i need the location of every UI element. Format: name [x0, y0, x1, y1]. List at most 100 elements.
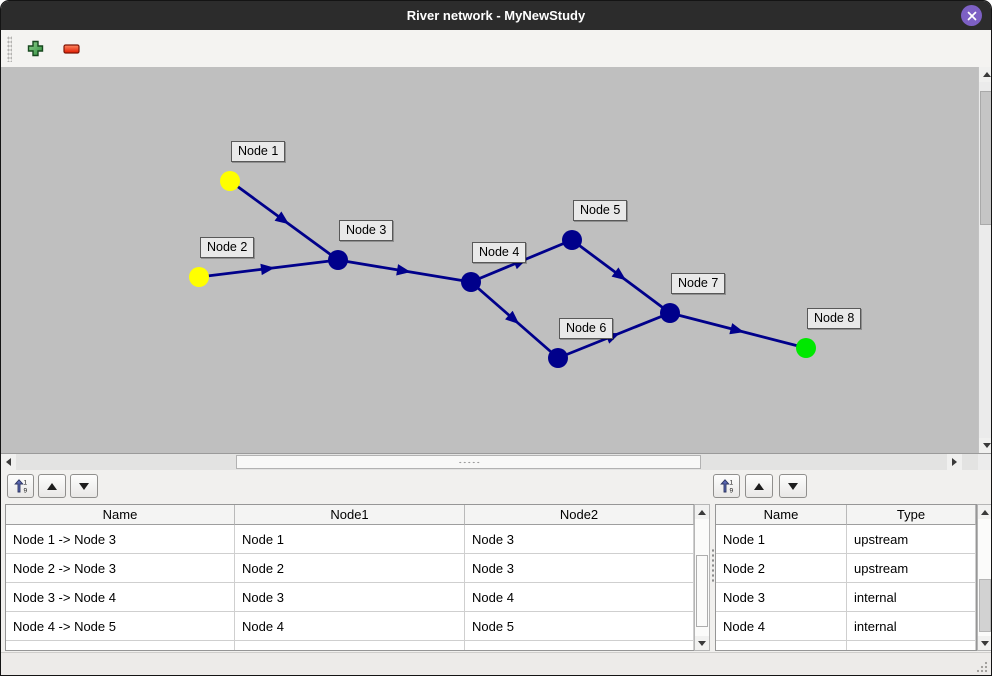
edge-node-6-to-node-7[interactable]: [557, 311, 671, 360]
remove-button[interactable]: [58, 36, 84, 62]
node-7-label[interactable]: Node 7: [671, 273, 726, 294]
scroll-up-button[interactable]: [979, 67, 991, 82]
table-cell: Node 4: [716, 612, 847, 641]
branches-table-scrollbar[interactable]: [694, 504, 710, 651]
horizontal-scrollbar-thumb[interactable]: [236, 455, 701, 469]
scroll-down-button[interactable]: [695, 636, 709, 650]
canvas-horizontal-scrollbar[interactable]: [1, 453, 978, 470]
node-6-label[interactable]: Node 6: [559, 318, 614, 339]
table-cell: Node 4: [465, 583, 694, 612]
vertical-scrollbar-thumb[interactable]: [980, 91, 991, 225]
node-2[interactable]: [189, 267, 209, 287]
resize-grip[interactable]: [975, 660, 988, 673]
node-7[interactable]: [660, 303, 680, 323]
branches-move-down-button[interactable]: [70, 474, 98, 498]
scroll-down-button[interactable]: [979, 438, 991, 453]
node-4-label[interactable]: Node 4: [472, 242, 527, 263]
table-cell: Node 2: [235, 554, 465, 583]
arrow-up-icon: [981, 509, 989, 515]
scroll-up-button[interactable]: [978, 505, 991, 519]
svg-text:1: 1: [23, 480, 27, 487]
arrow-down-icon: [698, 640, 706, 646]
node-8[interactable]: [796, 338, 816, 358]
node-3-label[interactable]: Node 3: [339, 220, 394, 241]
scroll-up-button[interactable]: [695, 505, 709, 519]
scroll-right-button[interactable]: [947, 454, 962, 470]
svg-text:9: 9: [23, 488, 27, 495]
edge-node-5-to-node-7[interactable]: [571, 238, 671, 315]
nodes-move-down-button[interactable]: [779, 474, 807, 498]
add-button[interactable]: [22, 36, 48, 62]
arrow-left-icon: [6, 458, 11, 466]
window-title: River network - MyNewStudy: [406, 8, 586, 23]
scroll-down-button[interactable]: [978, 636, 991, 650]
table-cell: Node 3: [235, 583, 465, 612]
scroll-left-button[interactable]: [1, 454, 16, 470]
nodes-table-scrollbar[interactable]: [977, 504, 991, 651]
table-cell: Node 2 -> Node 3: [6, 554, 235, 583]
table-row[interactable]: [716, 641, 976, 650]
arrow-right-icon: [952, 458, 957, 466]
up-arrow-icon: [47, 482, 57, 490]
node-2-label[interactable]: Node 2: [200, 237, 255, 258]
toolbar-grip-handle[interactable]: [7, 35, 12, 62]
column-header-name[interactable]: Name: [716, 505, 847, 525]
network-diagram: [189, 171, 816, 368]
table-cell: [716, 641, 847, 650]
column-header-type[interactable]: Type: [847, 505, 976, 525]
nodes-move-up-button[interactable]: [745, 474, 773, 498]
edge-node-3-to-node-4[interactable]: [337, 258, 472, 284]
nodes-sort-button[interactable]: 1 9: [713, 474, 740, 498]
table-cell: upstream: [847, 554, 976, 583]
node-6[interactable]: [548, 348, 568, 368]
table-cell: Node 4 -> Node 5: [6, 612, 235, 641]
close-button[interactable]: [961, 5, 982, 26]
svg-text:1: 1: [729, 480, 733, 487]
table-cell: Node 3 -> Node 4: [6, 583, 235, 612]
scrollbar-thumb[interactable]: [979, 579, 991, 632]
node-3[interactable]: [328, 250, 348, 270]
edge-node-1-to-node-3[interactable]: [229, 179, 339, 262]
panel-splitter-handle[interactable]: [711, 548, 715, 584]
column-header-node2[interactable]: Node2: [465, 505, 694, 525]
scrollbar-thumb[interactable]: [696, 555, 708, 627]
close-icon: [967, 11, 976, 20]
edge-node-4-to-node-6[interactable]: [470, 280, 559, 360]
canvas-vertical-scrollbar[interactable]: [978, 67, 991, 453]
branches-sort-button[interactable]: 1 9: [7, 474, 34, 498]
table-cell: [235, 641, 465, 650]
down-arrow-icon: [79, 482, 89, 490]
river-network-canvas[interactable]: Node 1 Node 2 Node 3 Node 4 Node 5 Node 6 Node…: [1, 67, 978, 453]
node-5[interactable]: [562, 230, 582, 250]
branches-move-up-button[interactable]: [38, 474, 66, 498]
table-cell: Node 3: [465, 554, 694, 583]
column-header-name[interactable]: Name: [6, 505, 235, 525]
column-header-node1[interactable]: Node1: [235, 505, 465, 525]
node-1-label[interactable]: Node 1: [231, 141, 286, 162]
node-5-label[interactable]: Node 5: [573, 200, 628, 221]
remove-icon: [62, 43, 80, 54]
status-bar: [1, 652, 991, 675]
arrow-up-icon: [698, 509, 706, 515]
node-8-label[interactable]: Node 8: [807, 308, 862, 329]
main-toolbar: [1, 30, 991, 68]
table-cell: Node 1 -> Node 3: [6, 525, 235, 554]
scrollbar-corner: [978, 453, 991, 470]
table-row[interactable]: [6, 641, 694, 650]
title-bar[interactable]: River network - MyNewStudy: [1, 1, 991, 31]
edge-node-2-to-node-3[interactable]: [198, 258, 339, 279]
node-1[interactable]: [220, 171, 240, 191]
node-4[interactable]: [461, 272, 481, 292]
svg-text:9: 9: [729, 488, 733, 495]
edge-node-7-to-node-8[interactable]: [669, 311, 807, 350]
